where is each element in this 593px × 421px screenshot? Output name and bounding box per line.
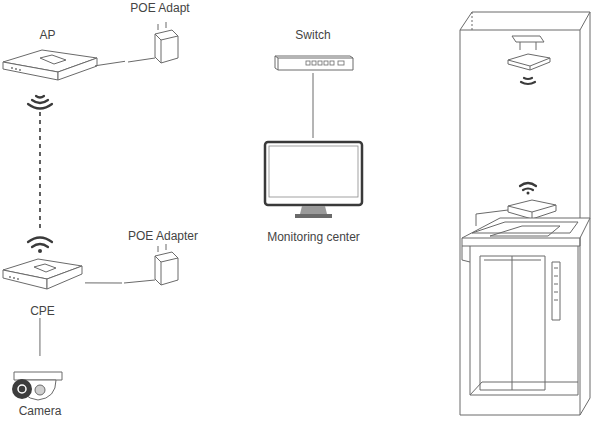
wifi-symbol (28, 96, 52, 109)
device-label: Monitoring center (267, 230, 360, 244)
wifi-symbol (28, 238, 52, 254)
cable-line (39, 112, 41, 228)
device-node: CPE (0, 228, 85, 318)
cpe-device (3, 259, 82, 289)
device-node: Switch (268, 28, 358, 73)
ap-device (3, 50, 97, 80)
device-node: POE Adapter (122, 229, 204, 289)
cable-line (85, 282, 122, 283)
elevator-shaft (460, 12, 590, 415)
device-node: POE Adapt (125, 1, 195, 68)
device-label: POE Adapt (130, 1, 189, 15)
monitor-icon (265, 142, 362, 218)
camera-icon (12, 372, 62, 400)
cable-line (95, 61, 125, 66)
device-node: Monitoring center (250, 138, 377, 244)
device-label: CPE (30, 304, 55, 318)
poe-adapter-icon (124, 244, 178, 285)
device-label: POE Adapter (128, 229, 198, 243)
device-label: Camera (19, 404, 62, 418)
poe-adapter-icon (128, 22, 178, 63)
cable-line (39, 318, 40, 356)
switch-icon (275, 56, 353, 70)
cable-line (313, 73, 314, 138)
device-label: Switch (295, 28, 330, 42)
device-node: AP (0, 28, 95, 112)
device-node: Camera (0, 356, 80, 418)
device-label: AP (39, 28, 55, 42)
